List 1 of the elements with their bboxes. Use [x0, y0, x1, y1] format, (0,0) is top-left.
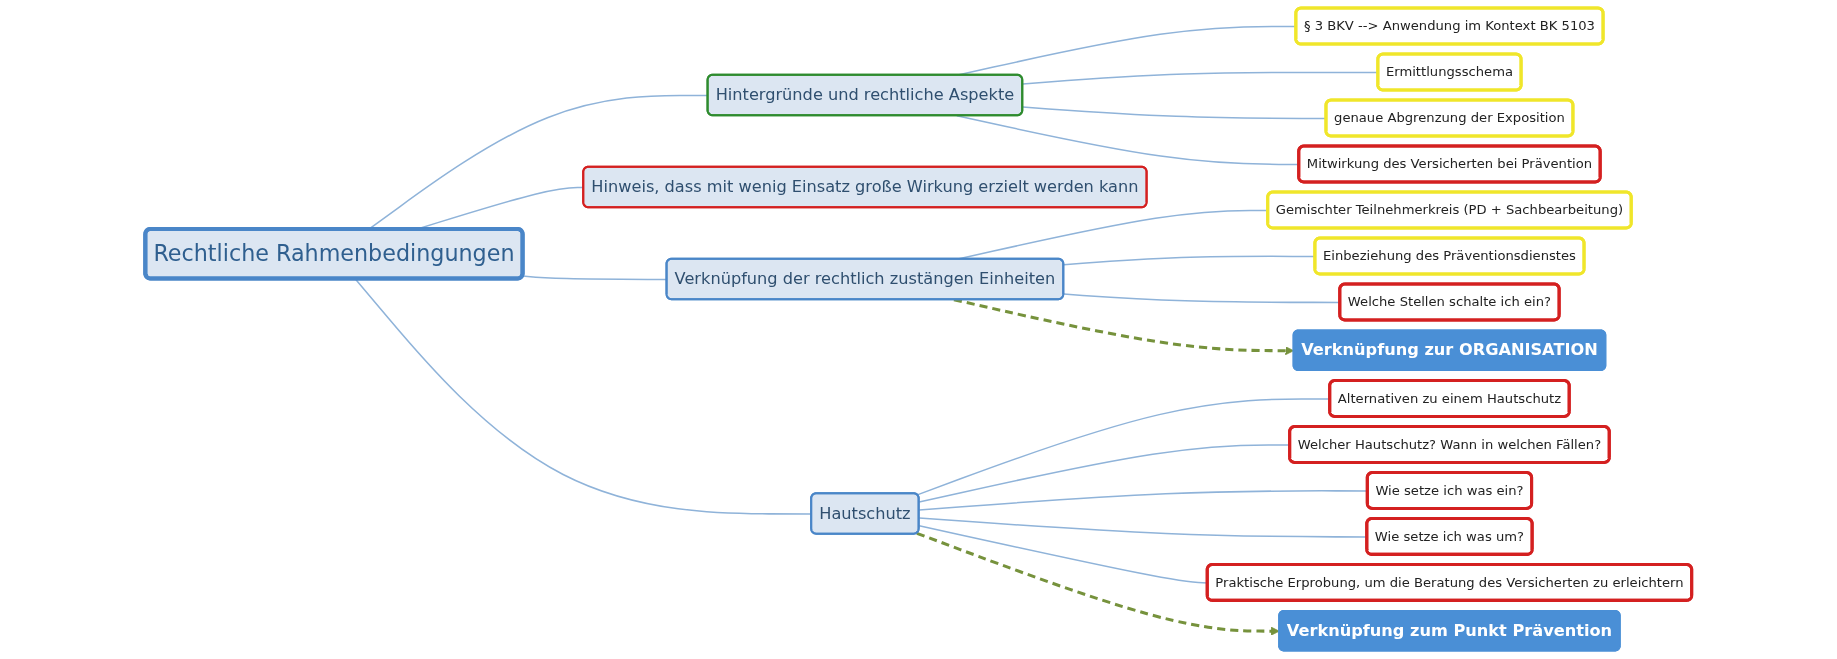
mind-map-diagram: Rechtliche Rahmenbedingungen Hintergründe und rechtliche Aspekte § 3 BKV --> Anwendung im Kontext BK 5103 Ermittlungsschema genaue Abgrenzung der Exposition Mitwirkung des Versicherten bei Prävention Hinweis, dass mit wenig Einsatz große Wirkung erzielt werden kann Verknüpfung der rechtlich zustängen Einheiten Gemischter Teilnehmerkreis (PD + Sachbearbeitung) Einbeziehung des Präventionsdienstes Welche Stellen schalte ich ein? Verknüpfung zur ORGANISATION Hautschutz Alternativen zu einem Hautschutz Welcher Hautschutz? Wann in welchen Fällen? Wie setze ich was ein? Wie setze ich was um? Praktische Erprobung, um die Beratung des Versicherten zu erleichtern Verknüpfung zum Punkt Prävention [0, 0, 1837, 659]
